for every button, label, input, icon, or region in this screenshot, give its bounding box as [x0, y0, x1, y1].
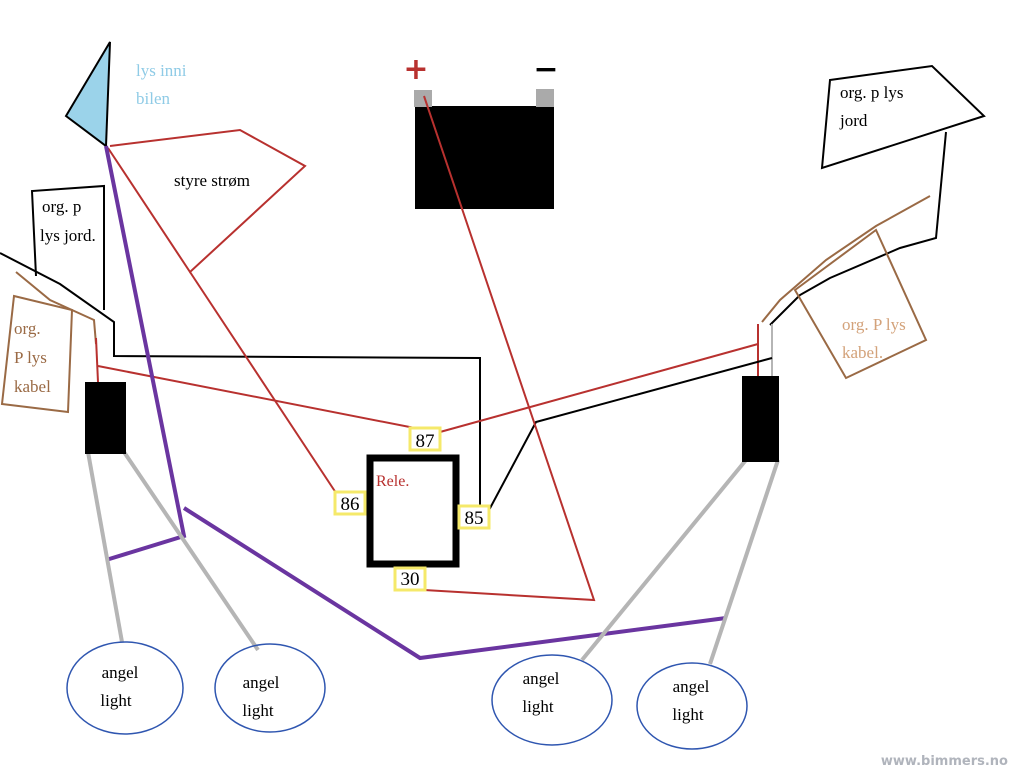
right-ground-label-line2: jord	[839, 111, 868, 130]
relay-pin-85: 85	[465, 508, 484, 529]
left-angel-module	[85, 382, 126, 454]
right-cable-box: org. P lys kabel.	[761, 195, 931, 380]
relay-pin-86: 86	[341, 494, 360, 515]
grey-wire-2	[122, 450, 260, 652]
wire-86	[189, 271, 343, 503]
relay-label: Rele.	[376, 473, 409, 490]
angel-light-2: angel light	[214, 643, 326, 733]
right-angel-module	[742, 376, 779, 462]
battery-minus-terminal	[536, 89, 554, 107]
angel-light-4-line1: angel	[673, 677, 710, 696]
interior-light-label-line1: lys inni	[136, 61, 187, 80]
left-stub-red	[95, 337, 99, 383]
battery-plus-label: +	[403, 52, 428, 87]
wire-87-left	[97, 365, 426, 431]
watermark: www.bimmers.no	[881, 754, 1008, 768]
relay-body	[366, 454, 460, 568]
angel-light-2-line1: angel	[243, 673, 280, 692]
angel-light-4: angel light	[636, 662, 748, 750]
battery-body	[415, 106, 554, 209]
left-cable-label-line1: org.	[14, 319, 41, 338]
interior-light-flag	[64, 41, 111, 148]
right-cable-label-line1: org. P lys	[842, 315, 906, 334]
control-current-label: styre strøm	[174, 171, 250, 190]
angel-light-3-line2: light	[522, 697, 553, 716]
relay-pin-30: 30	[401, 569, 420, 590]
wire-87-right	[439, 343, 759, 433]
angel-light-1: angel light	[66, 641, 184, 735]
relay-pin-87-box	[408, 426, 442, 452]
relay-pin-85-box	[457, 504, 491, 530]
angel-light-4-line2: light	[672, 705, 703, 724]
relay-pin-86-box	[333, 490, 367, 516]
left-car-outline	[0, 252, 481, 512]
relay-pin-30-box	[393, 566, 427, 592]
grey-wire-4	[708, 459, 780, 665]
left-cable-box: org. P lys kabel	[0, 271, 97, 414]
angel-light-1-line2: light	[100, 691, 131, 710]
left-ground-box: org. p lys jord.	[30, 184, 105, 310]
angel-light-1-line1: angel	[102, 663, 139, 682]
relay: Rele. 87 86 85 30	[333, 426, 491, 592]
right-cable-label-line2: kabel.	[842, 343, 883, 362]
left-ground-label-line2: lys jord.	[40, 226, 96, 245]
interior-light-wire-right	[182, 506, 727, 661]
interior-light-label-line2: bilen	[136, 89, 170, 108]
wire-battery-30	[423, 95, 596, 602]
angel-light-2-line2: light	[242, 701, 273, 720]
control-current-wire	[107, 128, 307, 274]
ground-wire-85	[487, 357, 773, 513]
left-cable-label-line3: kabel	[14, 377, 51, 396]
right-ground-label-line1: org. p lys	[840, 83, 903, 102]
left-cable-label-line2: P lys	[14, 348, 47, 367]
angel-light-3-line1: angel	[523, 669, 560, 688]
angel-light-3: angel light	[491, 654, 613, 746]
grey-wire-1	[86, 451, 124, 643]
grey-wire-3	[580, 458, 748, 662]
interior-light-wire	[104, 145, 187, 562]
relay-pin-87: 87	[416, 431, 435, 452]
battery-plus-terminal	[414, 90, 432, 107]
left-ground-label-line1: org. p	[42, 197, 81, 216]
battery-minus-label: −	[533, 52, 558, 87]
right-ground-box: org. p lys jord	[769, 64, 986, 326]
battery: + −	[403, 52, 559, 209]
